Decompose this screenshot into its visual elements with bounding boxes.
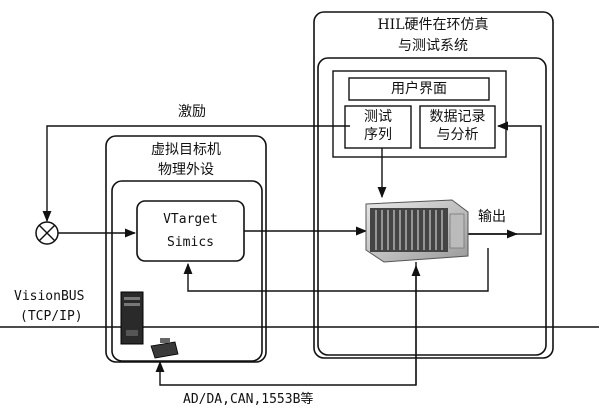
vtarget-box xyxy=(137,201,244,261)
data-record-label-line1: 数据记录 xyxy=(420,109,495,126)
data-record-label-line2: 与分析 xyxy=(420,127,495,144)
user-interface-label: 用户界面 xyxy=(349,81,489,98)
vtarget-label-line1: VTarget xyxy=(137,211,244,228)
interfaces-label: AD/DA,CAN,1553B等 xyxy=(183,391,313,408)
vtarget-label-line2: Simics xyxy=(137,234,244,251)
visionbus-protocol: (TCP/IP) xyxy=(20,308,83,325)
pc-tower-icon xyxy=(121,292,143,344)
virtual-target-title-line1: 虚拟目标机 xyxy=(106,142,266,159)
stimulus-label: 激励 xyxy=(178,104,206,121)
hil-title-line1: HIL硬件在环仿真 xyxy=(352,17,514,34)
summing-junction-icon xyxy=(36,222,58,244)
io-device-icon xyxy=(151,338,178,358)
hil-system-outer-box xyxy=(314,12,553,358)
pxi-chassis-icon xyxy=(366,200,468,262)
virtual-target-title-line2: 物理外设 xyxy=(106,162,266,179)
output-label: 输出 xyxy=(478,209,506,226)
io-interface-line xyxy=(160,262,416,385)
test-sequence-label-line1: 测试 xyxy=(345,109,411,126)
test-sequence-label-line2: 序列 xyxy=(345,127,411,144)
hil-title-line2: 与测试系统 xyxy=(352,38,514,55)
visionbus-name: VisionBUS xyxy=(14,288,84,305)
